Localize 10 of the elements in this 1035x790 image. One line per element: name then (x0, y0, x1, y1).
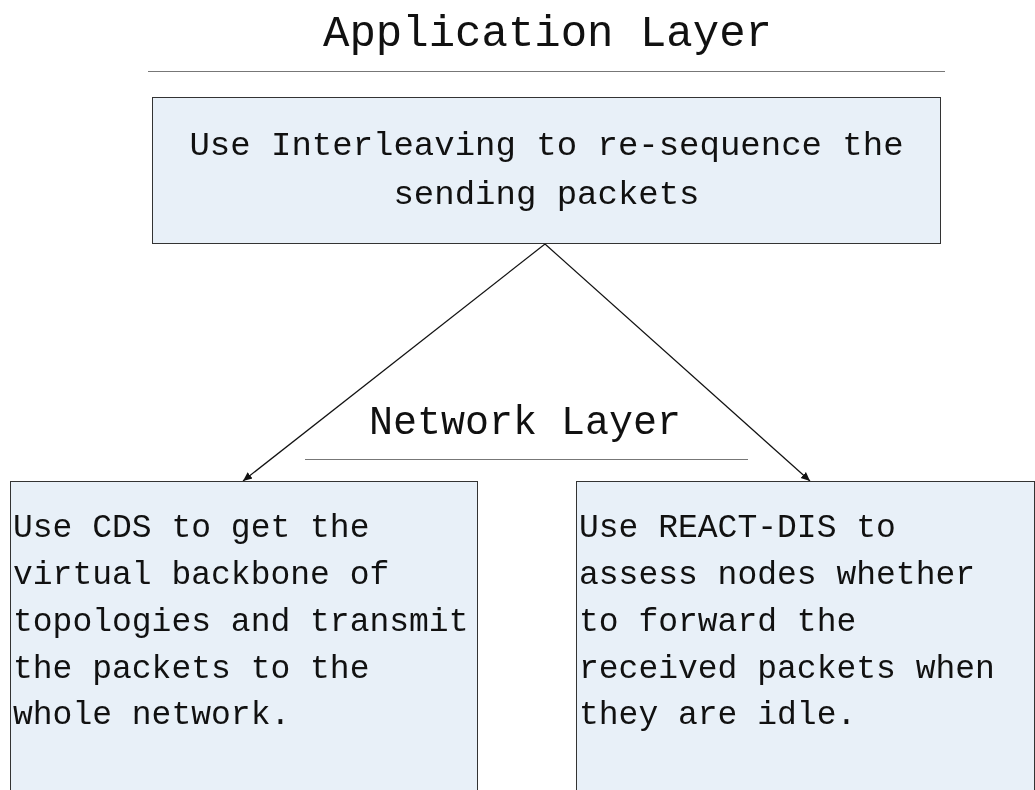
box-text: Use CDS to get the virtual backbone of topologies and transmit the packets to the whole network. (13, 509, 470, 737)
process-box (10, 481, 478, 790)
process-box (152, 97, 941, 244)
arrow (242, 243, 546, 482)
box-text: Use REACT-DIS to assess nodes whether to forward the received packets when they are idle. (579, 509, 996, 737)
layer-title: Application Layer (322, 12, 773, 56)
arrow (544, 243, 811, 482)
process-box (576, 481, 1035, 790)
box-text: Use Interleaving to re-sequence the sending packets (188, 126, 905, 216)
layer-title: Network Layer (367, 404, 683, 444)
